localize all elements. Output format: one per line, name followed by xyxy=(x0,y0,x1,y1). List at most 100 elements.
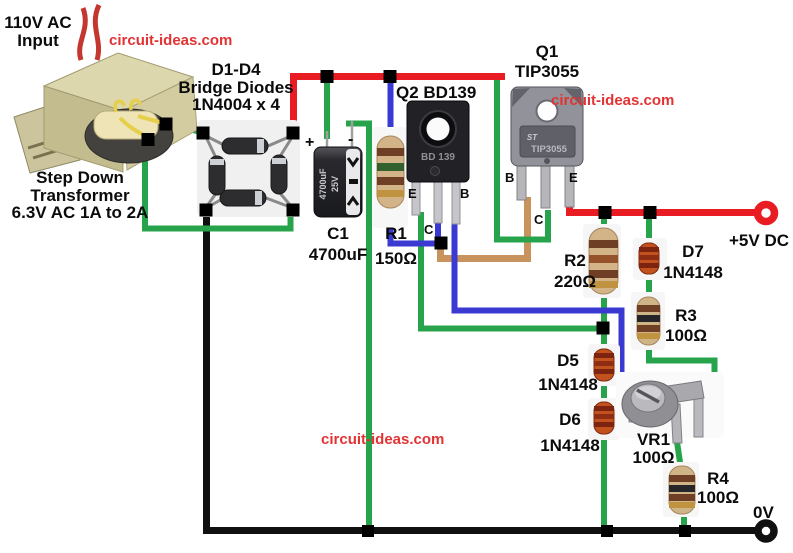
output-plus-wire xyxy=(566,204,758,216)
q2-pin-c xyxy=(433,178,443,224)
vr1-screw-slot xyxy=(636,388,660,404)
r2-value: 220Ω xyxy=(554,272,596,291)
ground-terminal xyxy=(754,519,778,543)
junction xyxy=(596,321,610,335)
resistor-r1 xyxy=(372,127,408,228)
transformer-label-line3: 6.3V AC 1A to 2A xyxy=(11,203,149,222)
r1-body xyxy=(376,135,405,209)
r3-value: 100Ω xyxy=(665,326,707,345)
d7-band-3 xyxy=(639,263,659,268)
q1-pin-b xyxy=(516,161,527,201)
vr1-value: 100Ω xyxy=(632,448,675,467)
watermark-bottom: circuit-ideas.com xyxy=(321,431,445,448)
input-label-line2: Input xyxy=(17,31,59,50)
d7-name: D7 xyxy=(682,242,704,261)
bridge-diode-top-band xyxy=(257,139,264,153)
c1-minus-sign: - xyxy=(348,131,354,148)
d6-band-2 xyxy=(594,414,614,419)
junction xyxy=(320,70,334,83)
junction-dots xyxy=(141,70,691,537)
d6-value: 1N4148 xyxy=(540,436,600,455)
junction xyxy=(141,133,155,146)
d6-label: D6 1N4148 xyxy=(538,407,602,459)
junction xyxy=(679,525,691,537)
c1-plus-sign: + xyxy=(305,134,315,151)
q1-label: Q1 TIP3055 xyxy=(511,42,583,82)
r2-band-1 xyxy=(589,240,618,248)
vr1-right-leg xyxy=(693,396,704,438)
r3-label: R3 100Ω xyxy=(661,306,711,346)
watermark-top: circuit-ideas.com xyxy=(109,32,233,49)
input-label-line1: 110V AC xyxy=(4,13,72,32)
trimmer-vr1 xyxy=(616,372,724,444)
primary-wire-1 xyxy=(77,7,88,61)
q1-hole xyxy=(535,99,559,123)
q1-pin-e-label: E xyxy=(569,170,578,185)
bridge-label-line2: Bridge Diodes xyxy=(178,77,294,97)
c1-stripe-chevron-2 xyxy=(346,195,360,206)
q1-bottom-hole xyxy=(544,158,550,164)
r4-value: 100Ω xyxy=(697,488,739,507)
r4-name: R4 xyxy=(707,469,729,488)
ground-wires xyxy=(203,212,759,534)
q2-hole xyxy=(426,117,450,141)
q1-pin-c xyxy=(540,161,551,209)
d5-band-1 xyxy=(594,353,614,358)
r2-band-2 xyxy=(589,255,618,263)
junction xyxy=(598,206,612,219)
d7-band-1 xyxy=(639,247,659,252)
r1-name: R1 xyxy=(385,224,407,243)
junction xyxy=(362,525,374,537)
r3-band-3 xyxy=(637,325,660,332)
c1-stripe-dash xyxy=(349,179,358,184)
d5-band-2 xyxy=(594,361,614,366)
r2-label: R2 220Ω xyxy=(552,250,598,292)
vr1-label: VR1 100Ω xyxy=(630,431,677,467)
primary-wire-2 xyxy=(92,3,102,61)
d5-value: 1N4148 xyxy=(538,375,598,394)
r2-band-4 xyxy=(589,281,618,288)
r3-band-4 xyxy=(637,333,660,339)
bridge-diode-bottom xyxy=(219,189,267,207)
watermark-middle: circuit-ideas.com xyxy=(551,92,675,109)
r1-band-2 xyxy=(377,163,404,171)
bridge-diode-left-band xyxy=(210,159,224,165)
d6-band-3 xyxy=(594,422,614,427)
transistor-q1: ST TIP3055 xyxy=(510,86,584,209)
c1-minus-to-ground-wire xyxy=(346,120,372,531)
c1-print-voltage: 25V xyxy=(330,176,340,192)
r1-value: 150Ω xyxy=(375,249,417,268)
bridge-diode-right-band xyxy=(272,158,286,164)
secondary-lead-loop-2 xyxy=(129,98,142,111)
transistor-q2: BD 139 xyxy=(406,100,470,225)
junction xyxy=(196,126,210,140)
q2-emitter-wire xyxy=(418,212,607,332)
resistor-r4 xyxy=(663,462,699,517)
d6-name: D6 xyxy=(559,410,581,429)
bridge-diode-left xyxy=(208,155,226,196)
capacitor-c1: 4700uF 25V xyxy=(313,121,363,218)
q1-print: TIP3055 xyxy=(531,144,568,155)
rectifier-plus-bus xyxy=(290,73,505,137)
c1-label: C1 4700uF xyxy=(306,223,370,265)
r4-label: R4 100Ω xyxy=(694,469,742,507)
junction xyxy=(199,203,213,217)
vr1-name: VR1 xyxy=(636,430,671,449)
bridge-rectifier xyxy=(197,120,300,217)
d5-band-3 xyxy=(594,369,614,374)
r2-name: R2 xyxy=(564,251,586,270)
q1-label-plate xyxy=(519,125,576,158)
r1-band-1 xyxy=(377,148,404,156)
d7-label: D7 1N4148 xyxy=(662,241,724,283)
c1-print-value: 4700uF xyxy=(318,168,328,200)
junction xyxy=(286,126,300,140)
q2-label: Q2 BD139 xyxy=(396,83,477,102)
bridge-diode-right xyxy=(270,154,288,195)
rail-to-q1-collector-wire xyxy=(494,80,551,243)
q1-pin-b-label: B xyxy=(505,170,515,185)
transformer-label-line2: Transformer xyxy=(30,185,130,205)
ground-label: 0V xyxy=(753,503,774,522)
r4-band-4 xyxy=(669,502,695,508)
transformer xyxy=(13,3,198,174)
plus5v-label: +5V DC xyxy=(729,231,789,250)
